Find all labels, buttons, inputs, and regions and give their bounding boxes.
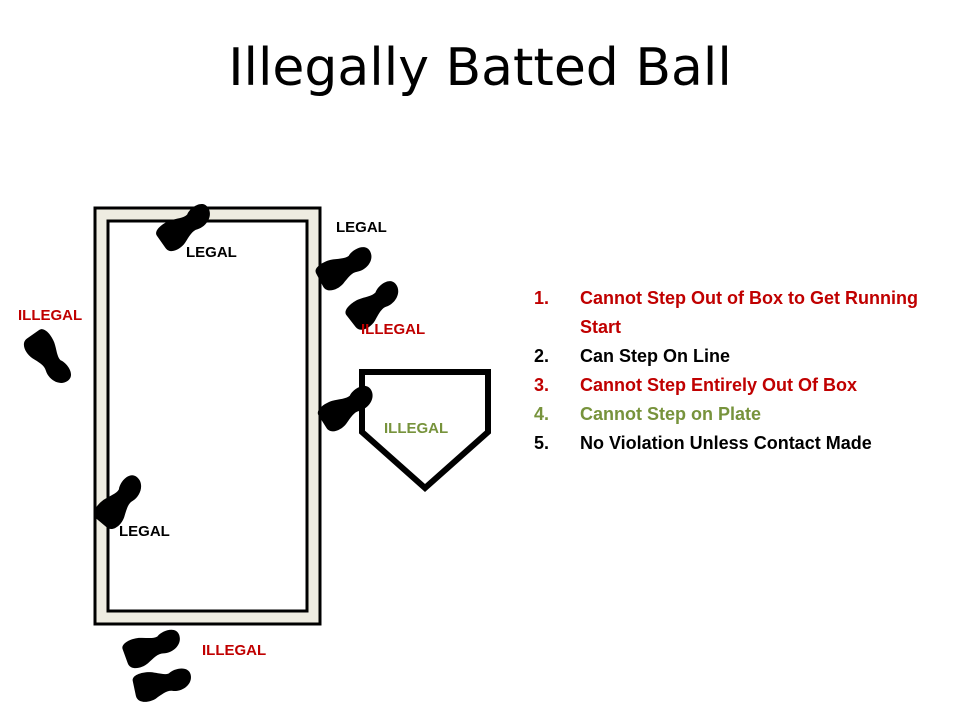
slide-title: Illegally Batted Ball xyxy=(228,38,732,98)
label-plate: ILLEGAL xyxy=(384,420,448,437)
footprint-icon xyxy=(131,663,195,704)
rule-number: 1. xyxy=(534,288,550,308)
footprint-icon xyxy=(120,623,186,672)
rule-text: No Violation Unless Contact Made xyxy=(580,433,872,453)
rule-text: Cannot Step on Plate xyxy=(580,404,762,424)
rule-text: Cannot Step Entirely Out Of Box xyxy=(580,375,858,395)
label-bottom-left-line: LEGAL xyxy=(119,523,170,540)
label-top-right: LEGAL xyxy=(336,219,387,236)
label-left-outside: ILLEGAL xyxy=(18,307,82,324)
rules-list: 1. Cannot Step Out of Box to Get Running… xyxy=(534,284,934,458)
rule-item: 3. Cannot Step Entirely Out Of Box xyxy=(534,371,934,400)
rule-number: 2. xyxy=(534,346,550,366)
rule-number: 5. xyxy=(534,433,550,453)
home-plate xyxy=(359,369,491,493)
rule-text: Cannot Step Out of Box to Get Running St… xyxy=(580,288,918,337)
footprint-icon xyxy=(313,240,379,294)
rule-item: 1. Cannot Step Out of Box to Get Running… xyxy=(534,284,934,342)
batters-box-inner xyxy=(106,219,309,613)
rule-number: 3. xyxy=(534,375,550,395)
rule-number: 4. xyxy=(534,404,550,424)
rule-item: 5. No Violation Unless Contact Made xyxy=(534,429,934,458)
rule-text: Can Step On Line xyxy=(580,346,731,366)
rule-item: 2. Can Step On Line xyxy=(534,342,934,371)
footprint-icon xyxy=(20,326,78,391)
label-right-box: ILLEGAL xyxy=(361,321,425,338)
label-top-inside: LEGAL xyxy=(186,244,237,261)
label-bottom-outside: ILLEGAL xyxy=(202,642,266,659)
rule-item: 4. Cannot Step on Plate xyxy=(534,400,934,429)
